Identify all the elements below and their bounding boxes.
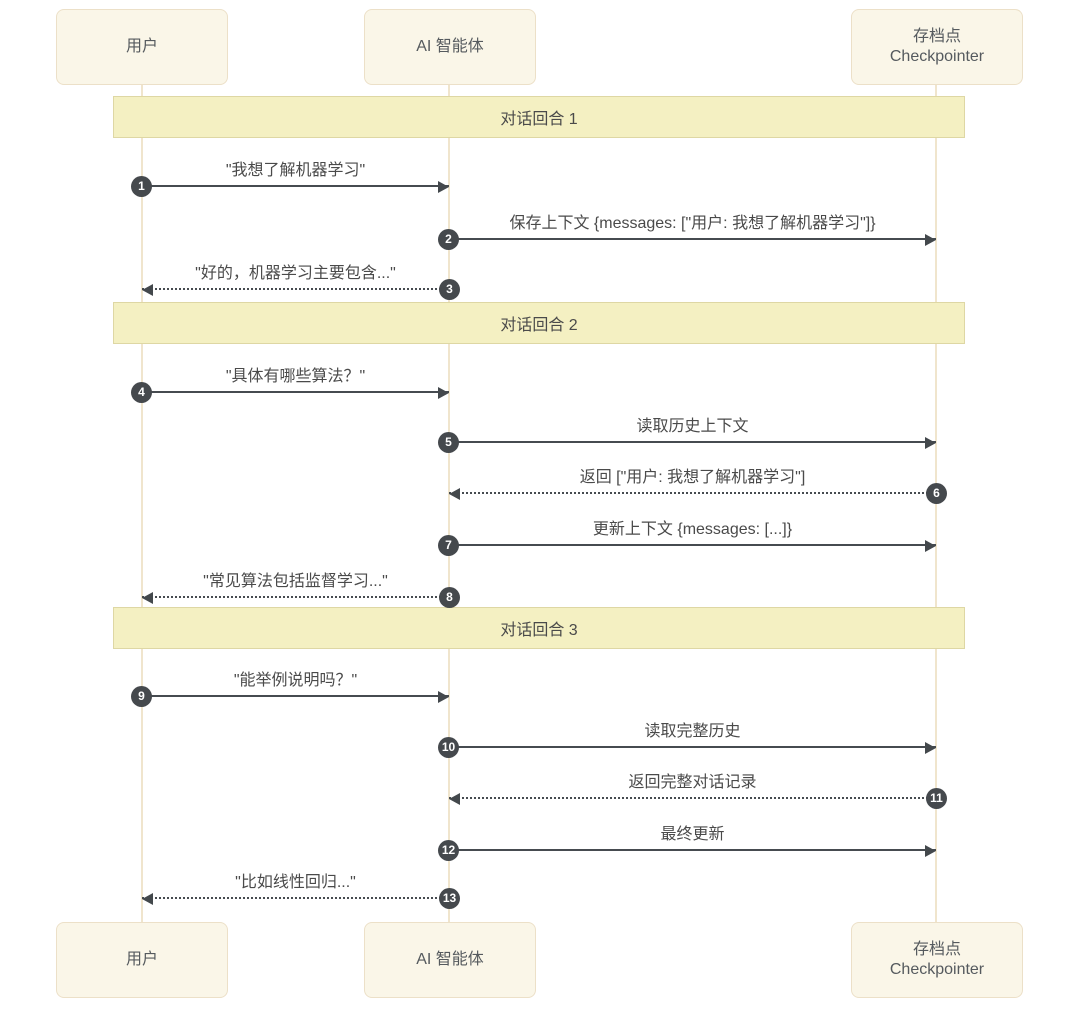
arrowhead-icon (925, 437, 936, 449)
message-line (449, 492, 936, 494)
message-label: "能举例说明吗？" (233, 672, 358, 689)
actor-label: 存档点 (912, 941, 961, 958)
section-title: 对话回合 1 (500, 111, 578, 128)
actor-user-bottom: 用户 (56, 922, 228, 998)
message-2: 保存上下文 {messages: ["用户: 我想了解机器学习"]} 2 (438, 211, 936, 250)
message-5: 读取历史上下文 5 (438, 414, 936, 453)
message-line (449, 849, 936, 851)
message-label: "好的，机器学习主要包含..." (195, 265, 396, 282)
arrowhead-icon (449, 488, 460, 500)
section-title: 对话回合 3 (500, 622, 578, 639)
message-label: 保存上下文 {messages: ["用户: 我想了解机器学习"]} (509, 215, 876, 232)
section-band-turn2: 对话回合 2 (113, 302, 965, 344)
message-8: "常见算法包括监督学习..." 8 (142, 569, 460, 608)
lifeline-user (141, 85, 143, 922)
message-13: "比如线性回归..." 13 (142, 870, 460, 909)
section-title: 对话回合 2 (500, 317, 578, 334)
actor-checkpointer-bottom: 存档点 Checkpointer (851, 922, 1023, 998)
section-band-turn3: 对话回合 3 (113, 607, 965, 649)
message-11: 返回完整对话记录 11 (449, 770, 947, 809)
sequence-badge: 5 (438, 432, 459, 453)
actor-label: 存档点 (912, 28, 961, 45)
sequence-badge: 4 (131, 382, 152, 403)
sequence-badge: 3 (439, 279, 460, 300)
message-line (142, 695, 449, 697)
message-line (449, 238, 936, 240)
sequence-badge: 7 (438, 535, 459, 556)
message-label: "比如线性回归..." (235, 874, 356, 891)
sequence-badge: 6 (926, 483, 947, 504)
sequence-badge: 10 (438, 737, 459, 758)
arrowhead-icon (438, 387, 449, 399)
actor-sublabel: Checkpointer (889, 48, 985, 65)
lifeline-agent (448, 85, 450, 922)
arrowhead-icon (925, 234, 936, 246)
actor-agent-top: AI 智能体 (364, 9, 536, 85)
message-1: "我想了解机器学习" 1 (131, 158, 449, 197)
message-label: 读取历史上下文 (636, 418, 749, 435)
arrowhead-icon (925, 845, 936, 857)
sequence-badge: 13 (439, 888, 460, 909)
message-line (142, 288, 449, 290)
sequence-badge: 9 (131, 686, 152, 707)
actor-label: 用户 (125, 38, 158, 55)
actor-user-top: 用户 (56, 9, 228, 85)
message-label: 更新上下文 {messages: [...]} (592, 521, 793, 538)
actor-sublabel: Checkpointer (889, 961, 985, 978)
arrowhead-icon (449, 793, 460, 805)
message-line (449, 544, 936, 546)
sequence-badge: 1 (131, 176, 152, 197)
arrowhead-icon (142, 284, 153, 296)
arrowhead-icon (925, 742, 936, 754)
message-line (142, 391, 449, 393)
arrowhead-icon (142, 893, 153, 905)
message-line (449, 441, 936, 443)
message-label: 返回 ["用户: 我想了解机器学习"] (579, 469, 806, 486)
message-10: 读取完整历史 10 (438, 719, 936, 758)
sequence-badge: 2 (438, 229, 459, 250)
sequence-badge: 8 (439, 587, 460, 608)
actor-label: 用户 (125, 951, 158, 968)
message-4: "具体有哪些算法？" 4 (131, 364, 449, 403)
message-label: "常见算法包括监督学习..." (203, 573, 388, 590)
message-line (142, 596, 449, 598)
arrowhead-icon (438, 181, 449, 193)
actor-agent-bottom: AI 智能体 (364, 922, 536, 998)
message-label: "具体有哪些算法？" (225, 368, 366, 385)
actor-checkpointer-top: 存档点 Checkpointer (851, 9, 1023, 85)
sequence-badge: 12 (438, 840, 459, 861)
message-9: "能举例说明吗？" 9 (131, 668, 449, 707)
message-line (142, 185, 449, 187)
message-label: 返回完整对话记录 (628, 774, 757, 791)
message-7: 更新上下文 {messages: [...]} 7 (438, 517, 936, 556)
message-line (142, 897, 449, 899)
message-line (449, 746, 936, 748)
sequence-badge: 11 (926, 788, 947, 809)
message-label: "我想了解机器学习" (225, 162, 366, 179)
arrowhead-icon (438, 691, 449, 703)
arrowhead-icon (142, 592, 153, 604)
actor-label: AI 智能体 (416, 38, 484, 55)
message-label: 最终更新 (660, 826, 725, 843)
actor-label: AI 智能体 (416, 951, 484, 968)
message-12: 最终更新 12 (438, 822, 936, 861)
arrowhead-icon (925, 540, 936, 552)
message-label: 读取完整历史 (644, 723, 741, 740)
section-band-turn1: 对话回合 1 (113, 96, 965, 138)
message-line (449, 797, 936, 799)
message-6: 返回 ["用户: 我想了解机器学习"] 6 (449, 465, 947, 504)
message-3: "好的，机器学习主要包含..." 3 (142, 261, 460, 300)
